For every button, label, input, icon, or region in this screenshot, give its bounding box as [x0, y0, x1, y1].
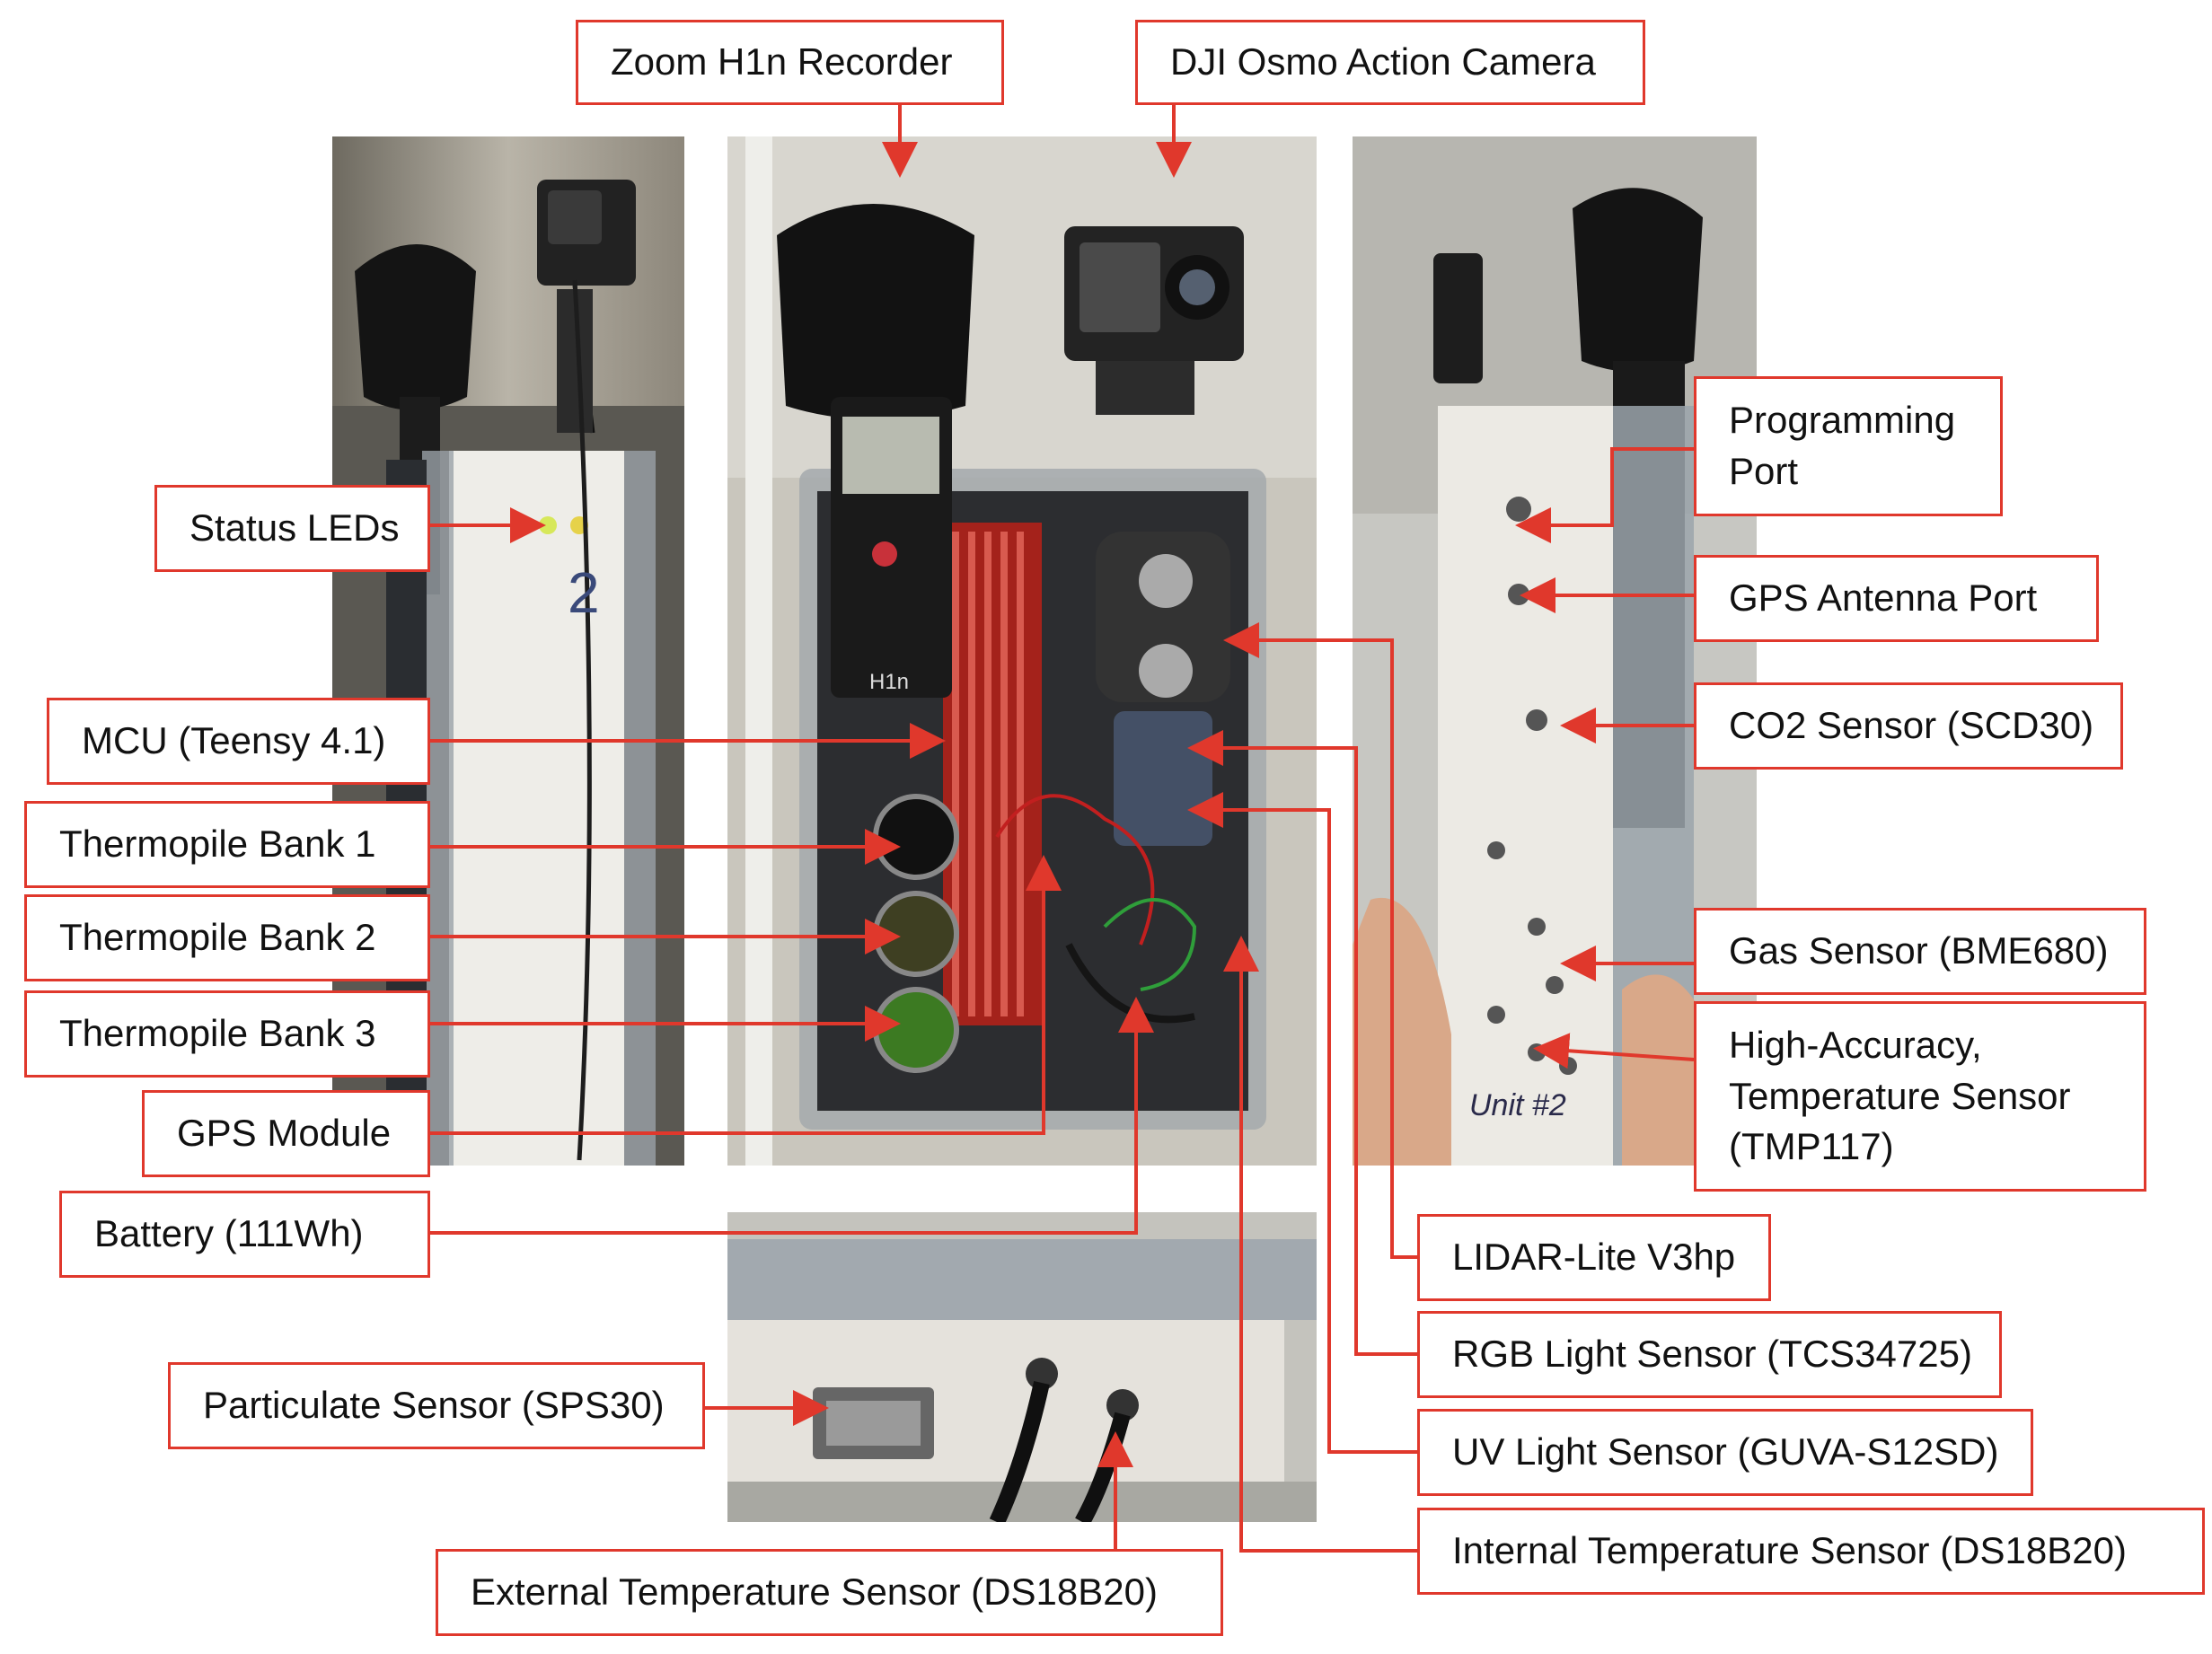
label-text: Battery (111Wh): [94, 1212, 364, 1255]
label-text: Thermopile Bank 3: [59, 1012, 376, 1055]
label-programming-port: Programming Port: [1694, 376, 2003, 516]
label-text: Status LEDs: [189, 506, 400, 550]
label-text: Thermopile Bank 2: [59, 916, 376, 959]
photo-center-front-view: H1n: [727, 136, 1317, 1166]
label-particulate: Particulate Sensor (SPS30): [168, 1362, 705, 1449]
left-panel-number: 2: [568, 560, 600, 625]
label-zoom-recorder: Zoom H1n Recorder: [576, 20, 1004, 105]
photo-right-side-view: Unit #2: [1353, 136, 1757, 1166]
label-mcu: MCU (Teensy 4.1): [47, 698, 430, 785]
label-text: Thermopile Bank 1: [59, 823, 376, 866]
label-text: MCU (Teensy 4.1): [82, 719, 386, 762]
label-text: GPS Antenna Port: [1729, 576, 2038, 620]
label-status-leds: Status LEDs: [154, 485, 430, 572]
label-text: Particulate Sensor (SPS30): [203, 1384, 665, 1427]
label-text: CO2 Sensor (SCD30): [1729, 704, 2094, 747]
label-external-temp: External Temperature Sensor (DS18B20): [436, 1549, 1223, 1636]
label-text-line: Programming: [1729, 399, 1956, 442]
label-gps-antenna: GPS Antenna Port: [1694, 555, 2099, 642]
label-dji-camera: DJI Osmo Action Camera: [1135, 20, 1645, 105]
label-text: RGB Light Sensor (TCS34725): [1452, 1333, 1972, 1376]
label-thermopile-3: Thermopile Bank 3: [24, 990, 430, 1078]
label-rgb-light: RGB Light Sensor (TCS34725): [1417, 1311, 2002, 1398]
label-internal-temp: Internal Temperature Sensor (DS18B20): [1417, 1508, 2205, 1595]
label-thermopile-1: Thermopile Bank 1: [24, 801, 430, 888]
label-text: Zoom H1n Recorder: [611, 40, 953, 84]
label-text: External Temperature Sensor (DS18B20): [471, 1570, 1158, 1614]
label-text: DJI Osmo Action Camera: [1170, 40, 1596, 84]
label-text-line: Port: [1729, 450, 1799, 492]
photo-bottom-view: [727, 1212, 1317, 1522]
label-lidar: LIDAR-Lite V3hp: [1417, 1214, 1771, 1301]
label-uv-light: UV Light Sensor (GUVA-S12SD): [1417, 1409, 2033, 1496]
label-text-line: Temperature Sensor: [1729, 1074, 2071, 1117]
label-text: Internal Temperature Sensor (DS18B20): [1452, 1529, 2127, 1572]
label-text: Gas Sensor (BME680): [1729, 929, 2109, 972]
label-text: LIDAR-Lite V3hp: [1452, 1236, 1736, 1279]
label-text-line: High-Accuracy,: [1729, 1023, 1982, 1066]
label-tmp117: High-Accuracy, Temperature Sensor (TMP11…: [1694, 1001, 2146, 1192]
label-text-line: (TMP117): [1729, 1125, 1894, 1168]
label-thermopile-2: Thermopile Bank 2: [24, 894, 430, 981]
recorder-model-text: H1n: [869, 670, 909, 694]
label-co2: CO2 Sensor (SCD30): [1694, 682, 2123, 770]
label-gas: Gas Sensor (BME680): [1694, 908, 2146, 995]
label-text: UV Light Sensor (GUVA-S12SD): [1452, 1430, 1999, 1474]
label-gps-module: GPS Module: [142, 1090, 430, 1177]
label-battery: Battery (111Wh): [59, 1191, 430, 1278]
label-text: GPS Module: [177, 1112, 392, 1155]
right-panel-marking: Unit #2: [1469, 1088, 1566, 1122]
